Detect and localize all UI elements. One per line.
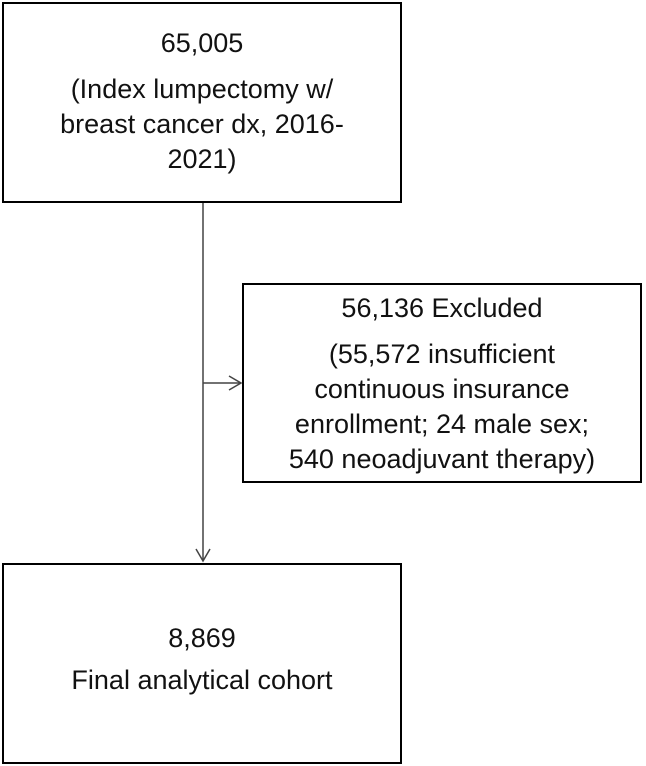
exclusion-reason-line: 540 neoadjuvant therapy): [288, 444, 596, 474]
arrowhead-down: [195, 548, 211, 563]
final-cohort-count: 8,869: [168, 623, 236, 653]
exclusion-reasons: (55,572 insufficient continuous insuranc…: [289, 337, 595, 477]
initial-cohort-description-line: breast cancer dx, 2016-: [60, 109, 344, 139]
initial-cohort-description-line: (Index lumpectomy w/: [70, 74, 334, 104]
initial-cohort-count: 65,005: [160, 28, 244, 58]
final-cohort-box: 8,869 Final analytical cohort: [2, 563, 402, 764]
exclusion-count: 56,136 Excluded: [341, 293, 543, 323]
exclusion-box: 56,136 Excluded (55,572 insufficient con…: [242, 283, 642, 483]
exclusion-reason-line: continuous insurance: [314, 374, 570, 404]
final-cohort-label: Final analytical cohort: [71, 665, 333, 695]
initial-cohort-box: 65,005 (Index lumpectomy w/ breast cance…: [2, 2, 402, 203]
initial-cohort-description: (Index lumpectomy w/ breast cancer dx, 2…: [60, 72, 344, 177]
arrowhead-right: [228, 375, 243, 391]
exclusion-reason-line: enrollment; 24 male sex;: [294, 409, 590, 439]
exclusion-reason-line: (55,572 insufficient: [328, 339, 556, 369]
initial-cohort-description-line: 2021): [167, 144, 237, 174]
